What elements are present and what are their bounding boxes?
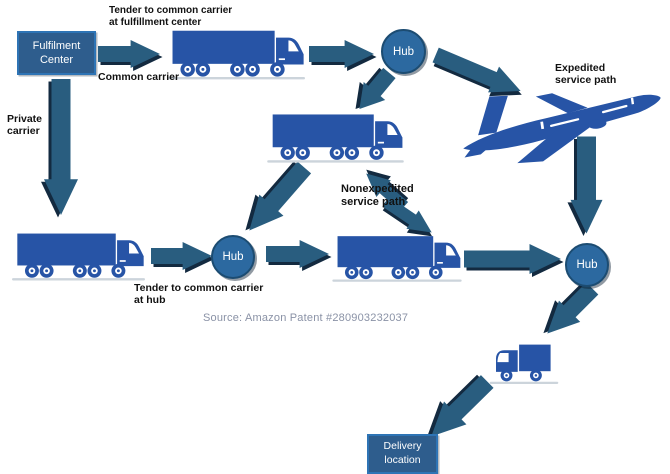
arrow-fc-to-common-carrier-icon (98, 40, 163, 71)
box-truck-icon (489, 344, 559, 384)
source-attribution: Source: Amazon Patent #280903232037 (203, 312, 409, 324)
semi-truck-icon (167, 30, 305, 80)
label-nonexpedited-path: Nonexpedited service path (341, 183, 414, 208)
hub-node: Hub (211, 235, 255, 279)
arrow-common-truck-to-hub3-icon (464, 244, 564, 277)
hub-node: Hub (381, 29, 426, 74)
semi-truck-icon (332, 236, 462, 282)
arrow-linehaul-truck-to-hub2-icon (237, 156, 316, 240)
arrow-common-carrier-to-hub1-icon (309, 40, 377, 71)
label-tender-fulfillment: Tender to common carrier at fulfillment … (109, 5, 233, 28)
arrow-private-carrier-down-icon (41, 79, 78, 218)
label-common-carrier: Common carrier (98, 71, 180, 83)
hub-node: Hub (565, 243, 609, 287)
delivery-location-node: Delivery location (367, 434, 438, 474)
label-tender-hub: Tender to common carrier at hub (134, 282, 264, 307)
semi-truck-icon (12, 233, 145, 281)
semi-truck-icon (267, 114, 404, 163)
arrow-hub2-to-common-truck-icon (266, 240, 332, 271)
arrow-private-truck-to-hub2-icon (151, 242, 215, 273)
label-expedited-path: Expedited service path (555, 62, 617, 87)
fulfilment-center-node: Fulfilment Center (17, 31, 96, 75)
label-private-carrier: Private carrier (7, 113, 43, 138)
arrow-hub3-to-box-truck-icon (536, 277, 602, 343)
